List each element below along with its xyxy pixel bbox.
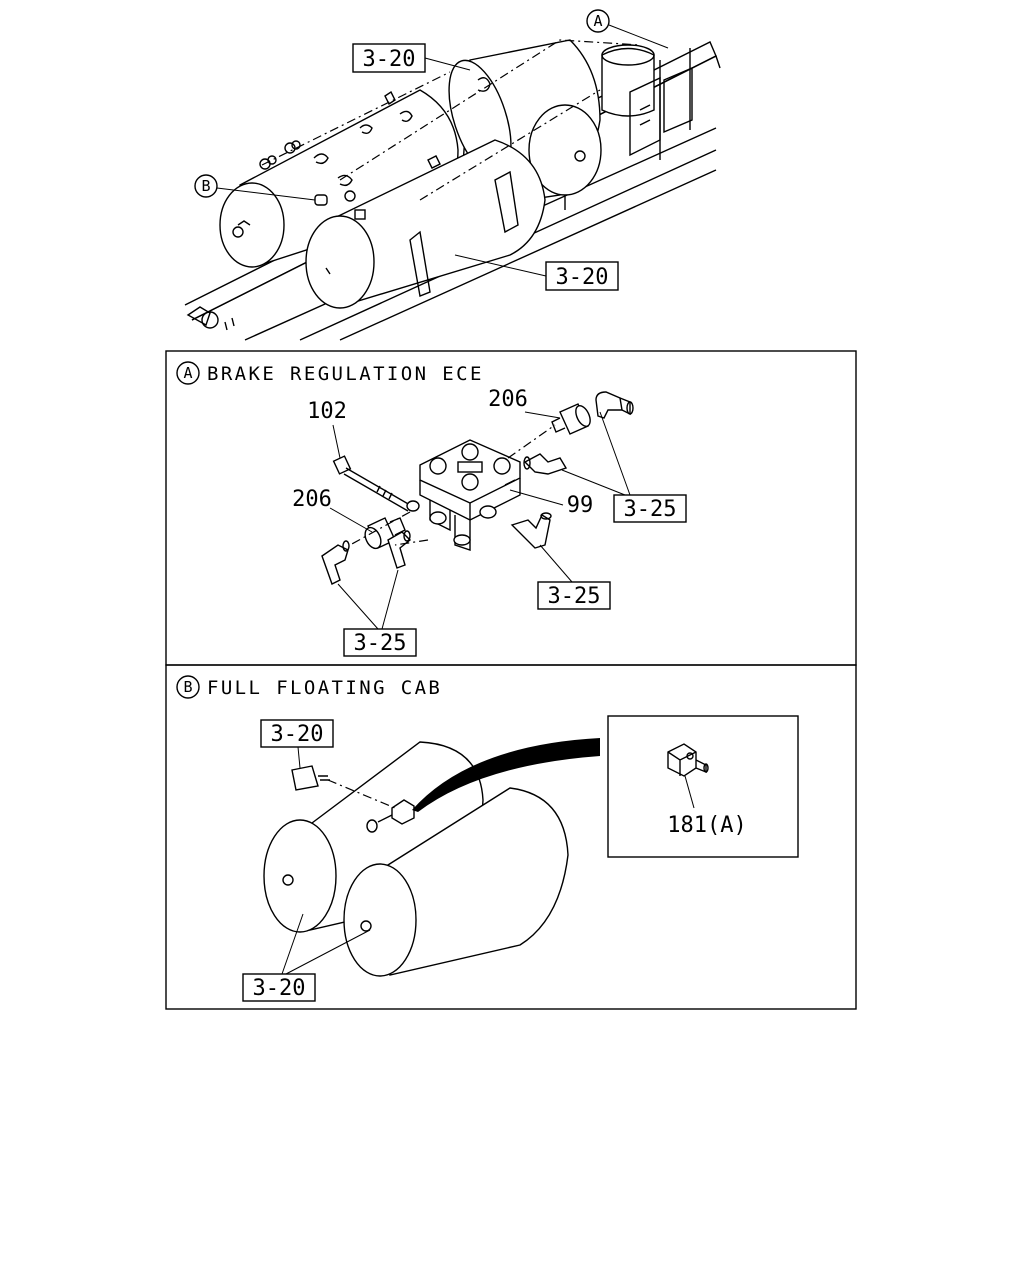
overview-illustration: A B 3-20 3-20 [184, 9, 721, 341]
panel-b-ref-bottom: 3-20 [242, 913, 371, 1002]
panel-a-leader-3 [394, 539, 429, 546]
panel-b: B FULL FLOATING CAB [165, 664, 857, 1010]
panel-a-marker: A [183, 364, 192, 382]
magnification-wedge [412, 738, 600, 812]
overview-fittings [186, 90, 441, 331]
brake-valve [419, 439, 521, 551]
overview-marker-a-text: A [593, 12, 602, 30]
label-181a: 181(A) [667, 813, 746, 838]
label-206-top: 206 [488, 387, 528, 412]
overview-leader-c [419, 89, 601, 201]
panel-b-ref-top: 3-20 [260, 719, 334, 769]
overview-marker-b: B [194, 174, 316, 201]
overview-leader-a [261, 71, 451, 166]
cab-connector [291, 765, 330, 791]
adapter-206-top [551, 403, 591, 435]
ref-3-25-center: 3-25 [537, 544, 611, 610]
panel-a: A BRAKE REGULATION ECE [165, 350, 857, 666]
panel-b-title: FULL FLOATING CAB [207, 677, 442, 699]
overview-leader-b [339, 39, 641, 181]
panel-b-ref-bottom-text: 3-20 [253, 976, 306, 1001]
elbow-lower-left-1 [321, 540, 350, 585]
panel-a-leader-1 [507, 424, 556, 459]
cab-tank-front [343, 787, 569, 977]
bolt-102 [332, 455, 420, 512]
overview-ref-mid-text: 3-20 [556, 265, 609, 290]
ref-3-25-center-text: 3-25 [548, 584, 601, 609]
panel-b-ref-top-text: 3-20 [271, 722, 324, 747]
ref-3-25-right-text: 3-25 [624, 497, 677, 522]
overview-ref-mid: 3-20 [454, 254, 619, 291]
detail-box: 181(A) [607, 715, 799, 858]
ref-3-25-bottom: 3-25 [337, 569, 417, 657]
overview-ref-top-text: 3-20 [363, 47, 416, 72]
panel-b-leader [327, 779, 396, 809]
overview-marker-a: A [586, 9, 669, 49]
overview-marker-b-text: B [201, 177, 210, 195]
panel-b-marker: B [183, 678, 192, 696]
overview-ref-top: 3-20 [352, 43, 471, 73]
label-99: 99 [567, 493, 594, 518]
elbow-lower-right [510, 512, 552, 549]
panel-a-leader-2 [349, 511, 411, 546]
label-206-left: 206 [292, 487, 332, 512]
elbow-middle-right [523, 453, 568, 475]
elbow-lower-left-2 [387, 530, 412, 569]
panel-a-title: BRAKE REGULATION ECE [207, 363, 484, 385]
tank-middle [305, 139, 546, 309]
label-102: 102 [307, 399, 347, 424]
fitting-181 [667, 743, 709, 777]
elbow-top-right [595, 391, 634, 419]
overview-bracket [601, 44, 693, 157]
cab-tank-fitting [366, 799, 415, 833]
ref-3-25-right: 3-25 [561, 411, 687, 523]
tank-right-end [528, 104, 602, 210]
ref-3-25-bottom-text: 3-25 [354, 631, 407, 656]
